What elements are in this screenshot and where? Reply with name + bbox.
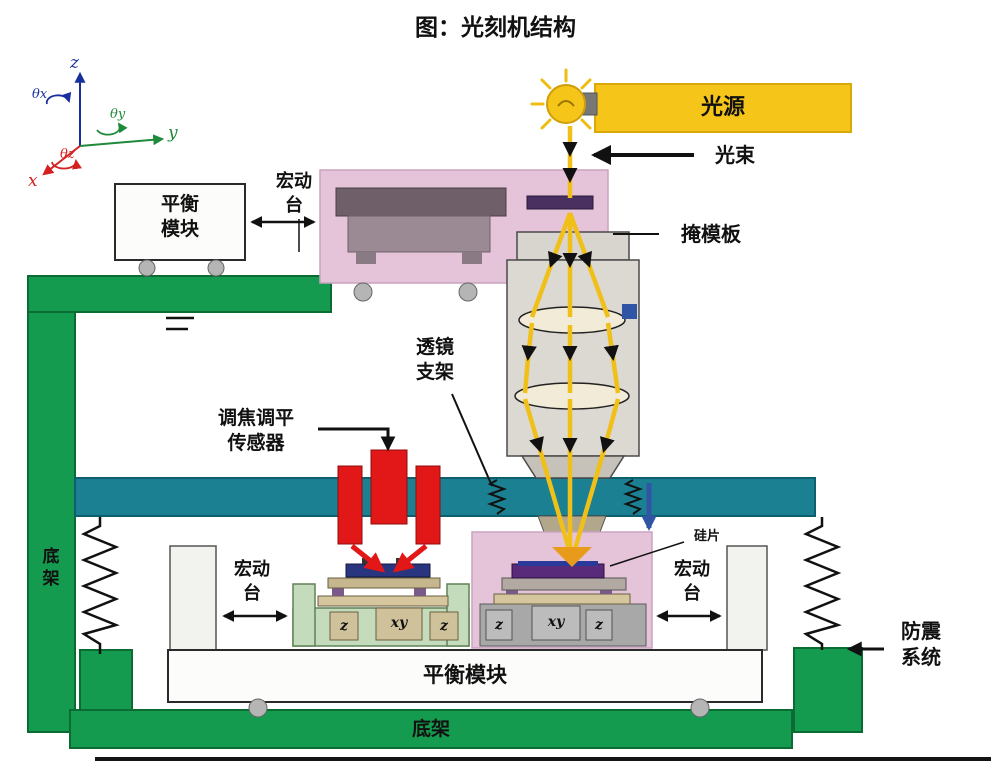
- left-stage-z1-label: z: [340, 618, 348, 634]
- image-edge: [95, 757, 991, 761]
- z-axis-label: z: [69, 53, 80, 73]
- mask-plate: [526, 195, 594, 210]
- focus-sensor-arrow: [318, 427, 396, 452]
- lens-bracket-label: 透镜 支架: [415, 336, 454, 384]
- base-frame-left-label: 底 架: [42, 547, 60, 590]
- motion-marks: [166, 316, 194, 331]
- x-axis-label: x: [28, 171, 38, 191]
- left-wafer: [345, 563, 431, 578]
- silicon-wafer: [511, 563, 605, 579]
- theta-z-label: θz: [60, 147, 75, 162]
- y-axis-label: y: [167, 123, 178, 143]
- right-stage-z2-label: z: [595, 617, 603, 633]
- base-frame-left-bar: [27, 275, 76, 733]
- base-frame-left-step: [79, 649, 133, 713]
- wheel: [690, 698, 710, 718]
- right-stage-z1-label: z: [495, 617, 503, 633]
- bottom-left-stage: [292, 558, 470, 647]
- main-bridge-beam: [74, 477, 816, 517]
- base-frame-bottom-bar: [69, 709, 793, 749]
- focus-spot: [552, 547, 592, 567]
- balance-module-top-box: [114, 183, 246, 261]
- theta-x-label: θx: [32, 87, 48, 102]
- left-stage-xy-label: xy: [390, 615, 408, 631]
- balance-module-top-label: 平衡 模块: [160, 193, 199, 241]
- macro-stage-bottom-left-label: 宏动 台: [234, 559, 270, 604]
- vibration-springs: [80, 517, 842, 654]
- balance-module-bottom-label: 平衡模块: [423, 663, 507, 687]
- left-post: [169, 545, 217, 651]
- theta-y-label: θy: [110, 107, 126, 122]
- right-post: [726, 545, 768, 651]
- wheel: [458, 282, 478, 302]
- light-rays: [521, 126, 621, 557]
- right-stage-xy-label: xy: [547, 614, 565, 630]
- light-beam-label: 光束: [715, 143, 755, 167]
- blue-marker: [622, 304, 637, 319]
- base-frame-bottom-label: 底架: [411, 718, 450, 740]
- base-frame-right-block: [793, 647, 863, 733]
- right-spring: [802, 517, 842, 650]
- macro-stage-top-label: 宏动 台: [276, 171, 312, 216]
- left-spring: [80, 517, 120, 654]
- anti-vibration-label: 防震 系统: [901, 619, 941, 670]
- wafer-pointer: [609, 541, 685, 567]
- light-source-label: 光源: [700, 95, 745, 120]
- wheel: [207, 259, 225, 277]
- wheel: [353, 282, 373, 302]
- base-frame: [27, 275, 863, 749]
- wheel: [248, 698, 268, 718]
- annotation-arrows: [222, 145, 884, 657]
- bulb-icon: [530, 68, 598, 130]
- focus-leveling-sensor: [337, 449, 441, 573]
- balance-module-bottom-box: [167, 649, 763, 703]
- wheel: [138, 259, 156, 277]
- base-frame-top-bar: [27, 275, 332, 313]
- focus-sensor-label: 调焦调平 传感器: [217, 407, 294, 455]
- page-title: 图：光刻机结构: [415, 15, 576, 41]
- mask-label: 掩模板: [681, 222, 741, 246]
- left-stage-z2-label: z: [440, 618, 448, 634]
- macro-stage-bottom-right-label: 宏动 台: [674, 559, 710, 604]
- lens-bracket-pointer: [451, 393, 493, 487]
- axis-triad: z y x θx θy θz: [28, 53, 178, 191]
- wafer-label: 硅片: [693, 529, 720, 544]
